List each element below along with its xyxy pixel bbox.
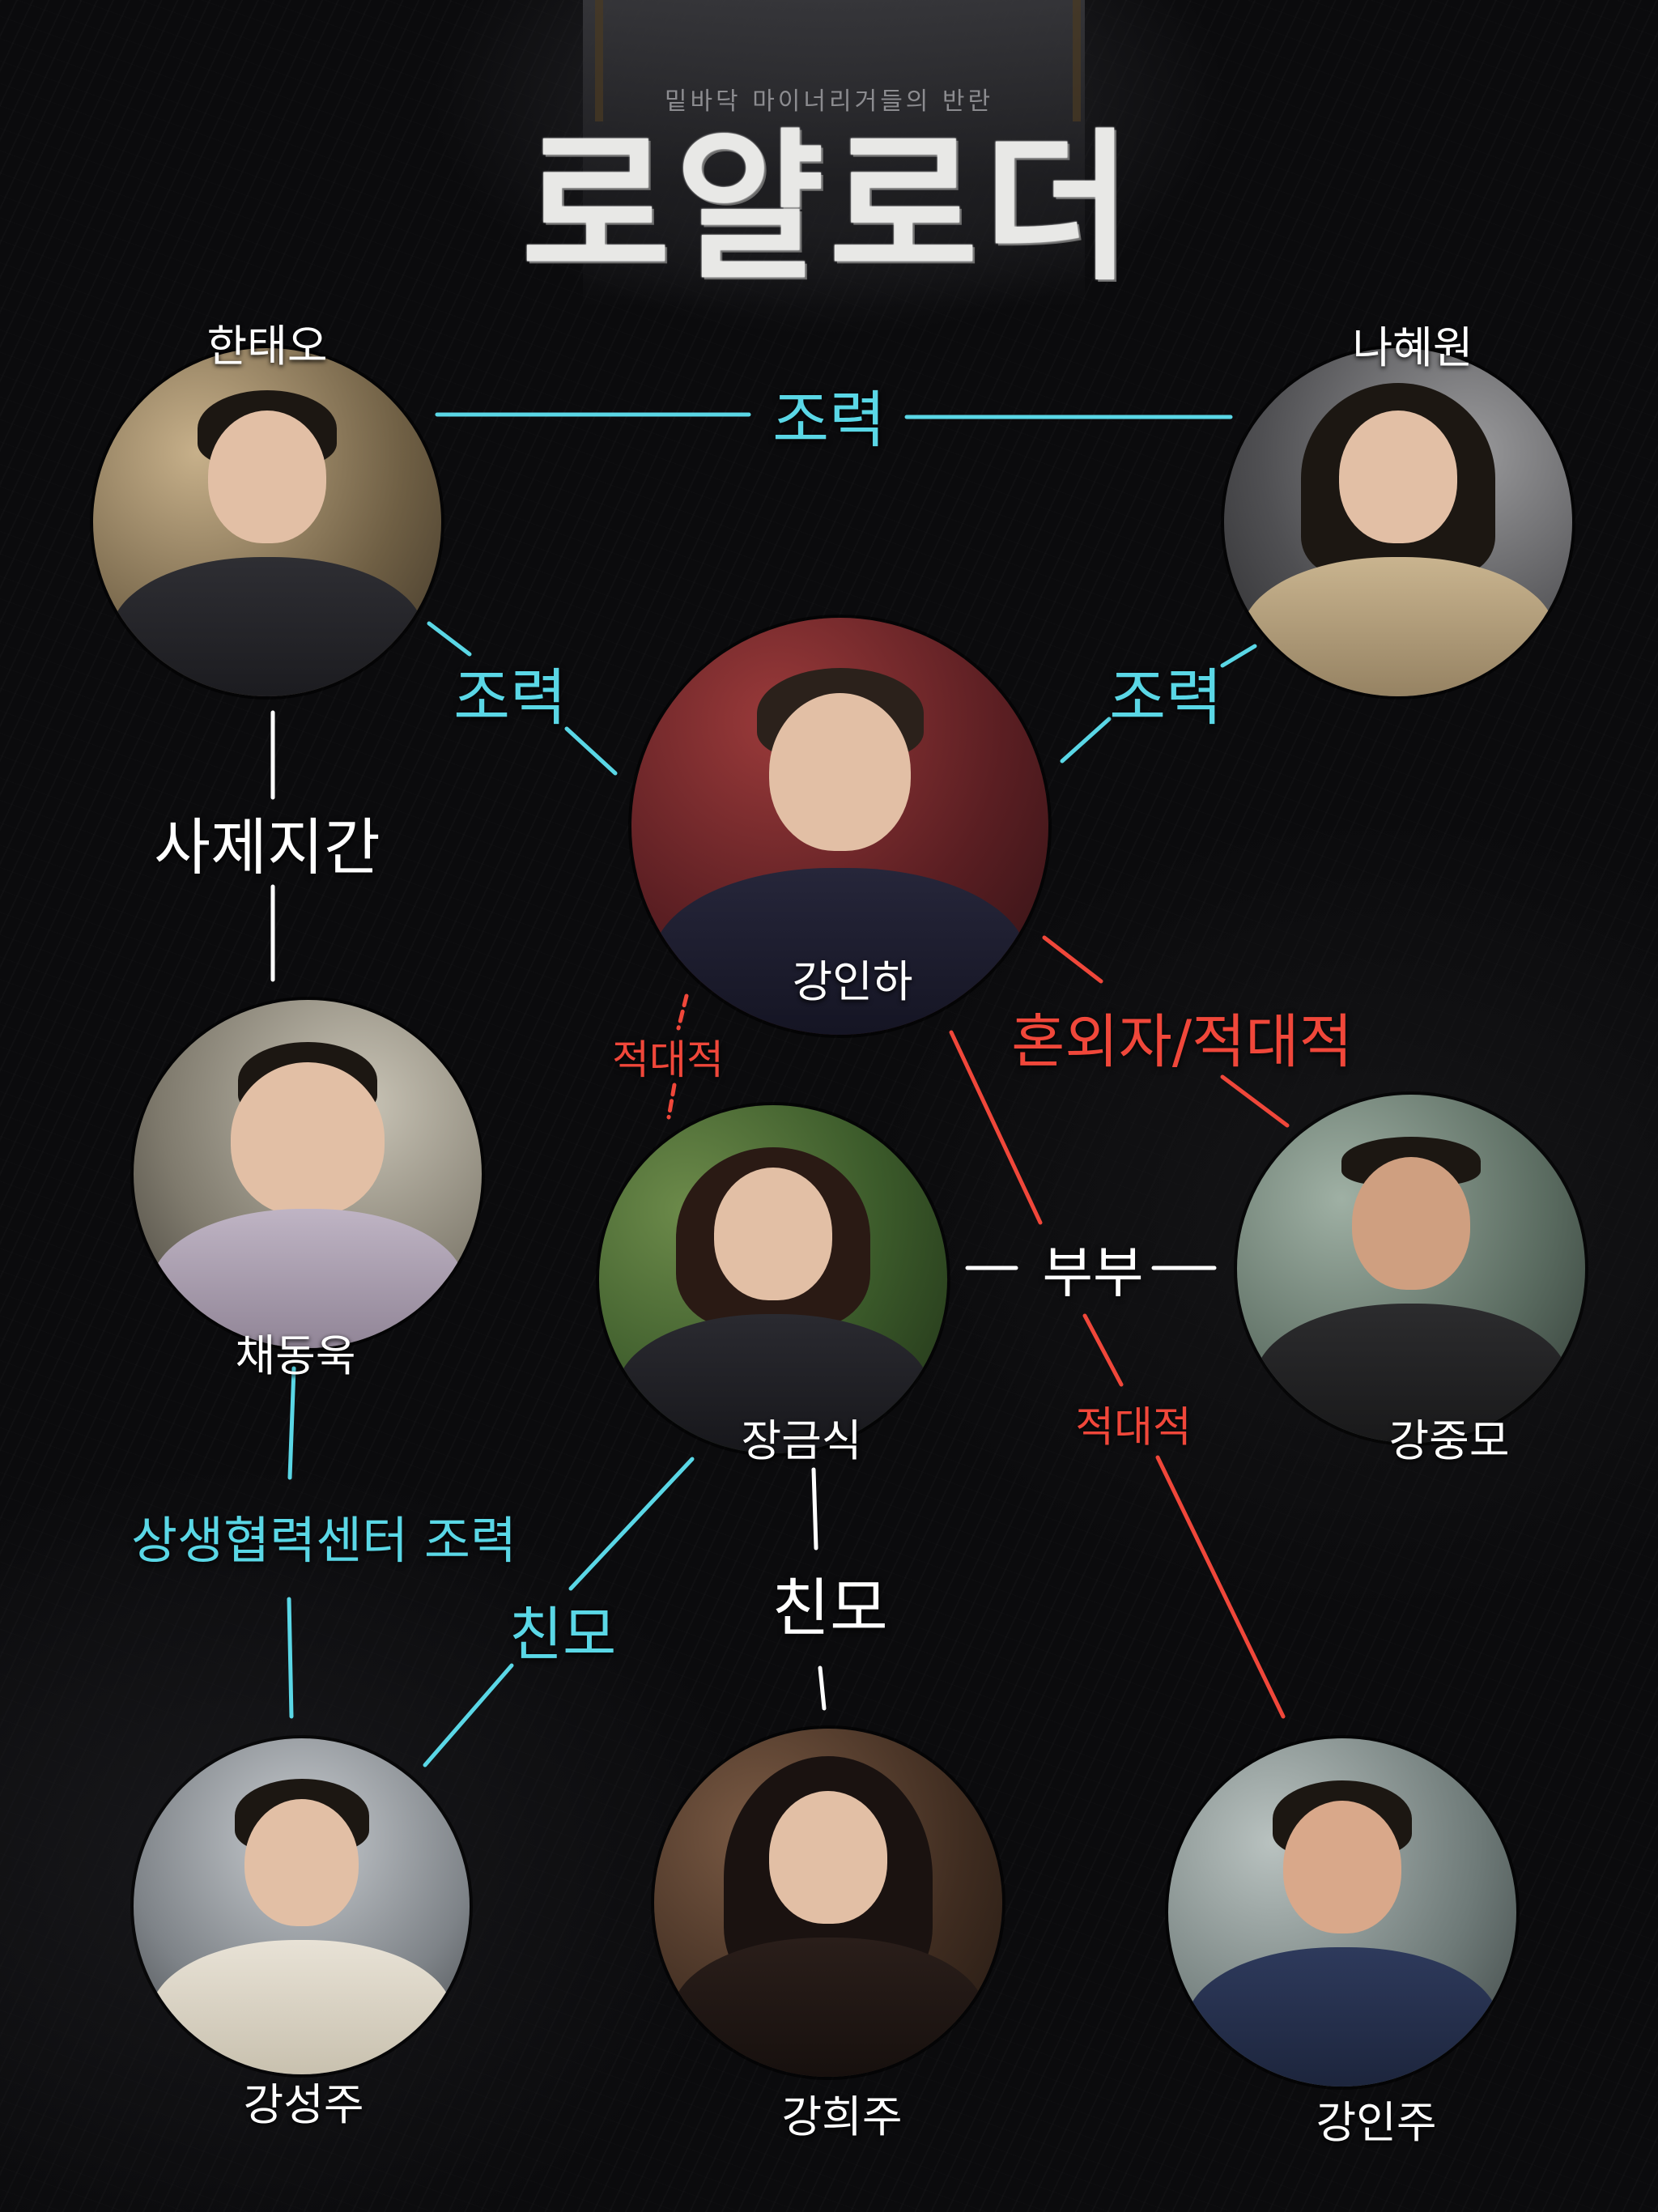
- line-inha-geumsik-b: [666, 1083, 677, 1120]
- portrait-face: [207, 410, 327, 543]
- portrait-face: [1282, 1801, 1402, 1933]
- name-han-taeo: 한태오: [206, 321, 328, 372]
- poster-tagline: 밑바닥 마이너리거들의 반란: [664, 87, 994, 116]
- name-kang-seongju: 강성주: [243, 2079, 364, 2130]
- portrait-suit: [1254, 1304, 1568, 1443]
- line-inha-jungmo-b: [1220, 1074, 1290, 1128]
- relation-label-inha-geumsik: 적대적: [612, 1036, 724, 1083]
- portrait-kang-inha: [631, 618, 1048, 1035]
- portrait-han-taeo: [93, 348, 441, 696]
- portrait-suit: [110, 557, 424, 696]
- line-inha-jungmo-a: [1042, 935, 1103, 984]
- portrait-face: [244, 1798, 359, 1927]
- poster-title: 로얄로더: [521, 114, 1137, 303]
- line-donguk-seongju-a: [287, 1366, 296, 1480]
- poster-figure-image: [583, 0, 1085, 308]
- portrait-kang-jungmo: [1237, 1095, 1585, 1443]
- name-kang-inha: 강인하: [792, 956, 913, 1007]
- portrait-suit: [652, 868, 1028, 1035]
- relation-label-inha-inju: 적대적: [1075, 1403, 1192, 1453]
- portrait-face: [1351, 1157, 1471, 1290]
- relation-label-hyewon-inha: 조력: [1109, 661, 1222, 734]
- name-jang-geumsik: 장금식: [741, 1415, 862, 1466]
- portrait-face: [768, 692, 912, 852]
- relation-label-inha-jungmo: 혼외자/적대적: [1011, 1007, 1353, 1076]
- poster-frame-image: [595, 0, 1081, 121]
- line-taeo-inha-b: [564, 726, 618, 776]
- portrait-face: [768, 1791, 888, 1924]
- line-hyewon-inha-b: [1060, 717, 1112, 764]
- relation-label-taeo-hyewon: 조력: [772, 384, 886, 456]
- portrait-kang-heeju: [654, 1729, 1002, 2077]
- portrait-face: [231, 1062, 385, 1216]
- relation-label-taeo-donguk: 사제지간: [154, 811, 380, 883]
- line-inha-inju-b: [1082, 1313, 1124, 1387]
- name-kang-heeju: 강희주: [781, 2091, 903, 2142]
- line-geumsik-heeju-b: [818, 1665, 827, 1711]
- line-taeo-inha-a: [427, 621, 472, 657]
- portrait-kang-seongju: [134, 1738, 470, 2074]
- line-inha-inju-a: [949, 1030, 1043, 1225]
- name-chae-donguk: 채동욱: [235, 1330, 356, 1381]
- relation-label-geumsik-seongju: 친모: [508, 1600, 617, 1669]
- name-kang-inju: 강인주: [1316, 2097, 1437, 2148]
- relation-label-taeo-inha: 조력: [453, 661, 567, 734]
- line-geumsik-heeju-a: [811, 1467, 818, 1551]
- portrait-chae-donguk: [134, 1000, 482, 1348]
- line-donguk-seongju-b: [287, 1597, 294, 1719]
- relation-label-geumsik-heeju: 친모: [772, 1572, 888, 1645]
- name-na-hyewon: 나혜원: [1352, 322, 1473, 373]
- portrait-top: [671, 1938, 985, 2077]
- portrait-face: [713, 1168, 833, 1300]
- line-inha-inju-c: [1155, 1455, 1286, 1719]
- portrait-suit: [1185, 1947, 1499, 2087]
- portrait-shirt: [151, 1209, 465, 1348]
- portrait-kang-inju: [1168, 1738, 1516, 2087]
- name-kang-jungmo: 강중모: [1388, 1415, 1510, 1466]
- line-geumsik-seongju-b: [423, 1663, 514, 1767]
- portrait-face: [1338, 410, 1458, 543]
- relation-label-donguk-seongju: 상생협력센터 조력: [130, 1511, 517, 1570]
- portrait-dress: [616, 1314, 930, 1453]
- portrait-jacket: [1241, 557, 1555, 696]
- line-geumsik-seongju-a: [568, 1457, 695, 1591]
- relation-label-geumsik-jungmo: 부부: [1042, 1241, 1144, 1306]
- portrait-na-hyewon: [1224, 348, 1572, 696]
- portrait-jang-geumsik: [599, 1105, 947, 1453]
- portrait-sweater: [150, 1940, 453, 2074]
